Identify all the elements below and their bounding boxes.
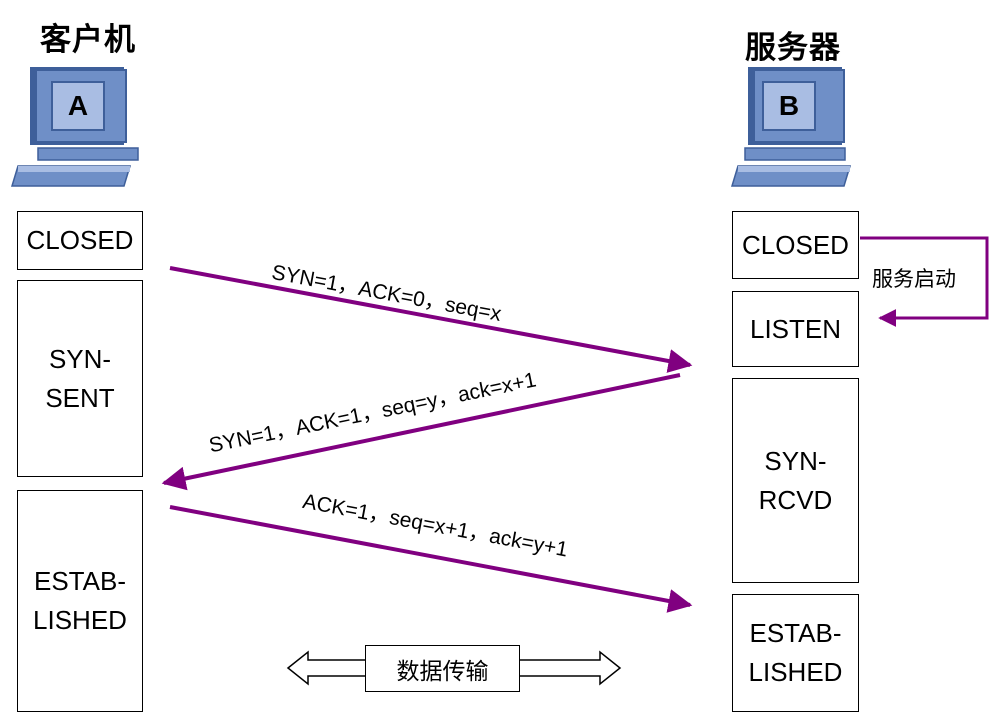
server-start-label: 服务启动 xyxy=(872,267,956,291)
server-computer-icon: B xyxy=(730,67,852,187)
client-computer-icon: A xyxy=(10,67,139,187)
client-state-syn-sent: SYN- SENT xyxy=(17,280,143,477)
data-transfer-label: 数据传输 xyxy=(365,645,520,692)
server-computer-label: B xyxy=(779,90,799,121)
client-title: 客户机 xyxy=(40,22,136,58)
server-state-syn-rcvd: SYN- RCVD xyxy=(732,378,859,583)
server-state-closed: CLOSED xyxy=(732,211,859,279)
client-computer-label: A xyxy=(68,90,88,121)
ack-arrow xyxy=(169,505,693,613)
server-start-arrow xyxy=(860,236,989,327)
server-state-listen: LISTEN xyxy=(732,291,859,367)
syn-arrow xyxy=(169,266,693,373)
client-state-closed: CLOSED xyxy=(17,211,143,270)
client-state-established: ESTAB- LISHED xyxy=(17,490,143,712)
server-title: 服务器 xyxy=(745,30,841,66)
syn-ack-arrow xyxy=(161,373,681,491)
server-state-established: ESTAB- LISHED xyxy=(732,594,859,712)
